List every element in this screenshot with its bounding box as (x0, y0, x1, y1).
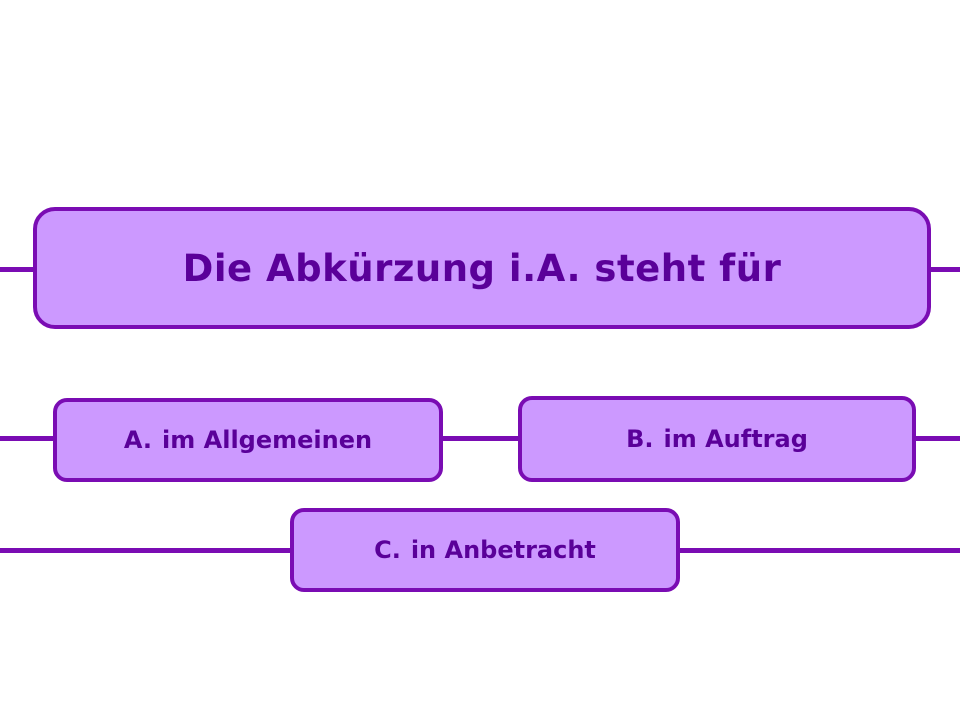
answer-label: im Auftrag (663, 425, 808, 453)
answer-row1-connector-left (0, 436, 56, 441)
question-box: Die Abkürzung i.A. steht für (33, 207, 931, 329)
question-text: Die Abkürzung i.A. steht für (182, 246, 782, 290)
answer-row2-connector-left (0, 548, 293, 553)
answer-letter: A. (123, 426, 153, 454)
answer-label: in Anbetracht (410, 536, 596, 564)
answer-option-a[interactable]: A. im Allgemeinen (53, 398, 443, 482)
answer-row2-connector-right (677, 548, 960, 553)
answer-label: im Allgemeinen (162, 426, 373, 454)
question-connector-left (0, 267, 36, 272)
answer-row1-connector-middle (440, 436, 521, 441)
answer-option-b[interactable]: B. im Auftrag (518, 396, 916, 482)
question-connector-right (928, 267, 960, 272)
answer-letter: B. (626, 425, 654, 453)
answer-row1-connector-right (913, 436, 960, 441)
answer-option-c[interactable]: C. in Anbetracht (290, 508, 680, 592)
answer-letter: C. (374, 536, 401, 564)
